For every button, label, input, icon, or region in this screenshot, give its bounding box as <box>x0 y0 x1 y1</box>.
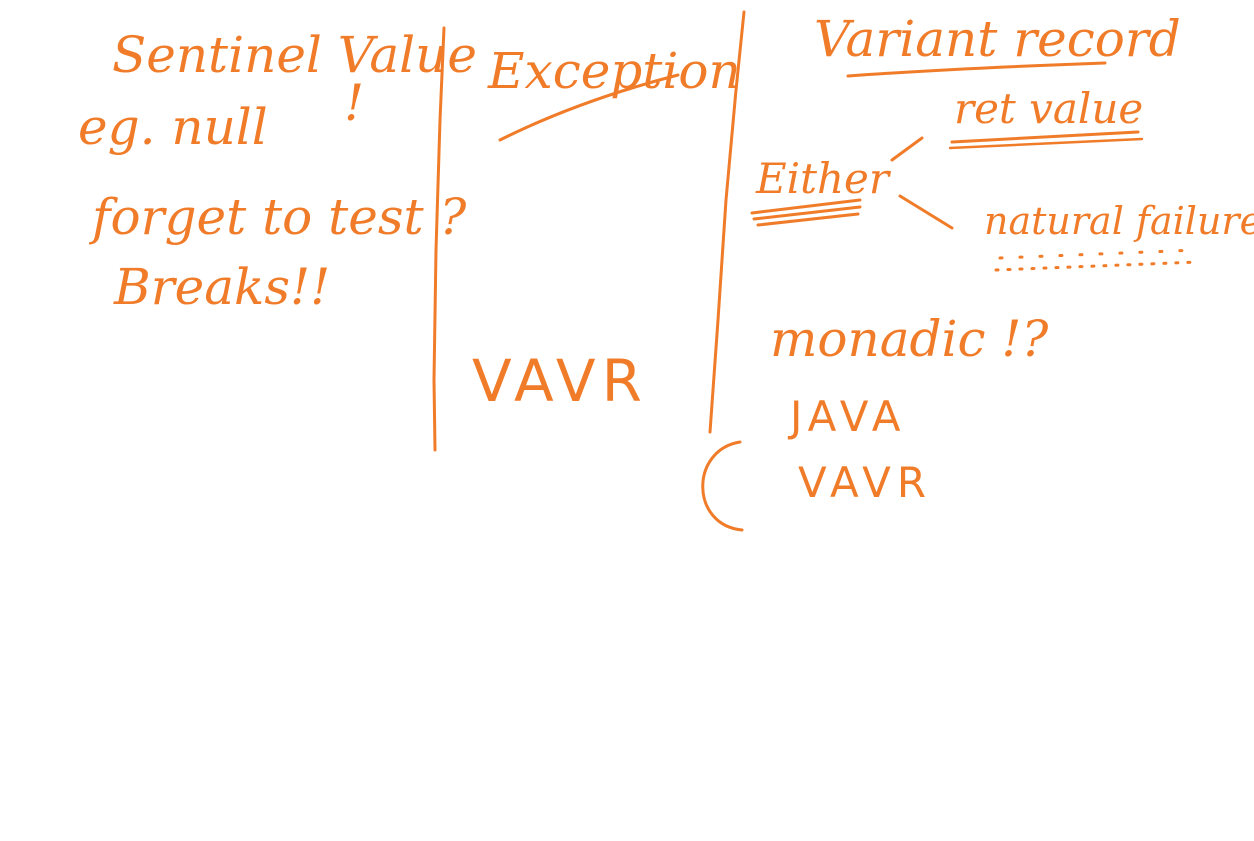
underline-exception <box>498 73 680 142</box>
note-sentinel-value: Sentinel Value <box>112 26 477 84</box>
branch-line-lower <box>898 194 954 230</box>
note-vavr-right: VAVR <box>798 458 933 507</box>
note-exception: Exception <box>488 42 741 100</box>
note-ret-value: ret value <box>954 84 1144 133</box>
underline-either-2 <box>752 205 862 221</box>
underline-either-3 <box>756 212 860 227</box>
dotted-underline-natural-failure-2 <box>998 248 1198 260</box>
divider-line-left <box>432 26 446 452</box>
note-variant-record: Variant record <box>814 10 1181 68</box>
underline-variant-record <box>846 61 1107 78</box>
dotted-underline-natural-failure <box>994 260 1200 272</box>
note-java: JAVA <box>790 392 907 441</box>
note-bang: ! <box>344 74 365 132</box>
divider-line-right <box>708 10 746 434</box>
underline-ret-value-1 <box>950 130 1140 144</box>
note-vavr-left: VAVR <box>472 347 648 415</box>
brace-java-vavr <box>701 440 744 532</box>
note-natural-failure: natural failure <box>984 199 1254 243</box>
note-eg-null: eg. null <box>78 98 268 156</box>
underline-ret-value-2 <box>948 137 1144 150</box>
branch-line-upper <box>890 136 924 162</box>
note-forget-to-test: forget to test ? <box>92 188 467 246</box>
underline-either-1 <box>750 198 862 215</box>
note-breaks: Breaks!! <box>114 258 331 316</box>
note-monadic: monadic !? <box>770 310 1049 368</box>
note-either: Either <box>756 154 889 203</box>
